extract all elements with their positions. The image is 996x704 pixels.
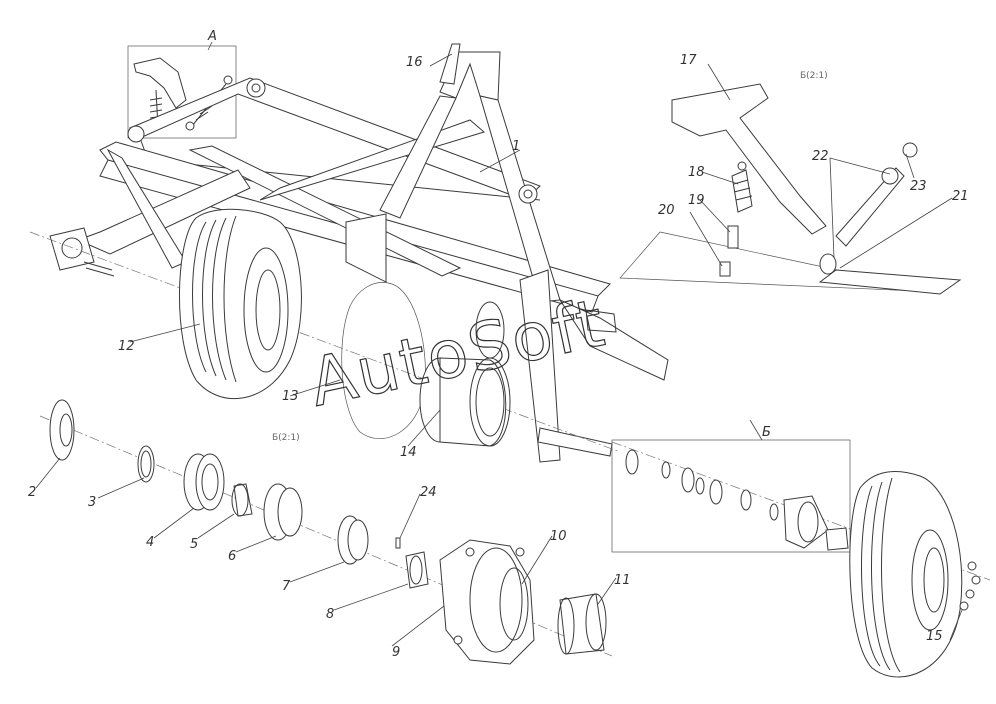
callout-12: 12 — [118, 339, 135, 354]
view-label-lower: Б(2:1) — [272, 433, 300, 443]
callout-9: 9 — [392, 645, 400, 660]
hub-centerline — [39, 415, 613, 657]
callout-numbers: 1 2 3 4 5 6 7 8 9 10 11 12 13 14 15 16 1… — [28, 53, 969, 660]
callout-4: 4 — [146, 535, 154, 550]
detail-box-b: Б — [611, 425, 851, 553]
callout-1: 1 — [512, 139, 520, 154]
hub-flange — [439, 539, 535, 665]
callout-8: 8 — [326, 607, 334, 622]
callout-24: 24 — [420, 485, 437, 500]
detail-box-upper-right: Б(2:1) — [619, 71, 962, 295]
tyre-left — [179, 208, 302, 400]
main-frame — [49, 43, 669, 463]
leader-lines — [35, 41, 963, 647]
callout-14: 14 — [400, 445, 417, 460]
callout-13: 13 — [282, 389, 299, 404]
bushing — [557, 593, 607, 655]
callout-19: 19 — [688, 193, 705, 208]
tyre-right — [849, 471, 981, 678]
callout-10: 10 — [550, 529, 567, 544]
callout-5: 5 — [190, 537, 198, 552]
callout-22: 22 — [812, 149, 829, 164]
callout-21: 21 — [952, 189, 969, 204]
view-label-upper: Б(2:1) — [800, 71, 828, 81]
exploded-hub-parts — [49, 399, 429, 589]
axle-centerline — [29, 231, 621, 453]
callout-23: 23 — [910, 179, 927, 194]
callout-7: 7 — [282, 579, 291, 594]
callout-11: 11 — [614, 573, 631, 588]
callout-15: 15 — [926, 629, 943, 644]
callout-16: 16 — [406, 55, 423, 70]
callout-2: 2 — [28, 485, 36, 500]
detail-tag-b: Б — [762, 425, 771, 440]
callout-18: 18 — [688, 165, 705, 180]
callout-3: 3 — [88, 495, 96, 510]
callout-6: 6 — [228, 549, 236, 564]
detail-tag-a: A — [207, 29, 217, 44]
callout-17: 17 — [680, 53, 697, 68]
callout-20: 20 — [658, 203, 675, 218]
